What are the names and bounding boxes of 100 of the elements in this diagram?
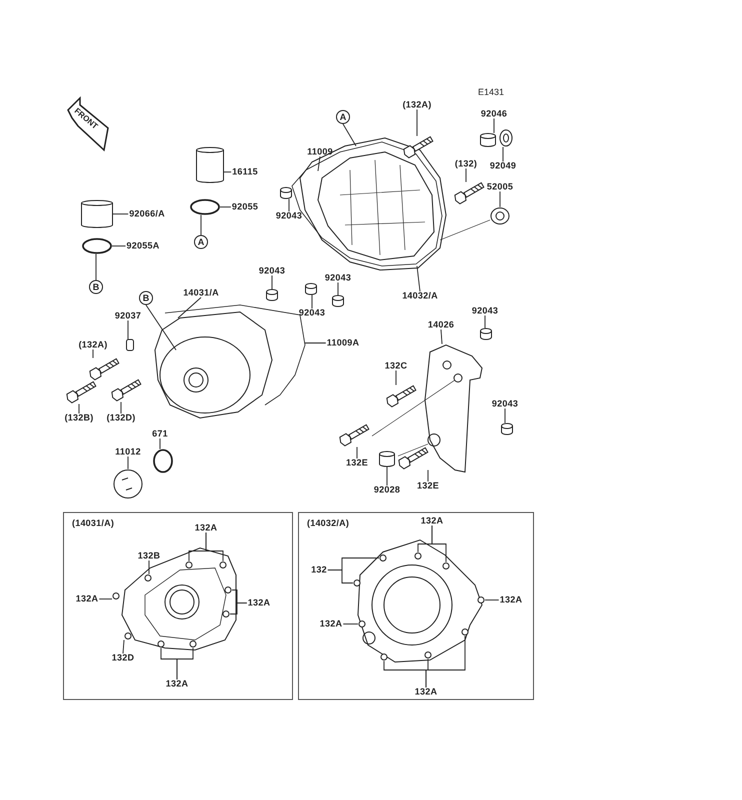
part-number: 132D — [110, 654, 136, 662]
part-number: 14031/A — [182, 288, 220, 298]
collar-drawing — [379, 451, 395, 467]
plug-drawing — [81, 200, 113, 228]
bolt-hole — [477, 596, 485, 604]
leader-line — [230, 602, 248, 614]
circled-reference-letter: A — [336, 110, 350, 124]
part-number: 92043 — [298, 308, 326, 318]
leader-line — [178, 297, 202, 318]
part-number: 132A — [414, 688, 438, 696]
part-number: (132B) — [64, 414, 94, 422]
bolt-hole — [461, 628, 469, 636]
leader-line — [78, 404, 80, 414]
leader-line — [220, 206, 232, 208]
circled-reference-letter: B — [139, 291, 153, 305]
leader-line — [504, 408, 506, 424]
bolt-hole — [219, 561, 227, 569]
part-number: (132A) — [402, 100, 432, 110]
leader-line — [200, 214, 202, 236]
dowel-pin-drawing — [305, 283, 317, 295]
circled-reference-letter: A — [194, 235, 208, 249]
detail-frame — [63, 512, 293, 700]
leader-line — [206, 532, 224, 562]
leader-line — [148, 560, 150, 574]
bolt-hole — [379, 554, 387, 562]
part-number: 11012 — [114, 448, 142, 456]
washer-drawing — [499, 129, 513, 147]
leader-line — [120, 402, 122, 414]
o-ring-drawing — [190, 199, 220, 215]
part-number: 132A — [194, 524, 218, 532]
detail-heading: (14032/A) — [307, 519, 350, 528]
circled-reference-letter: B — [89, 280, 103, 294]
leader-line — [304, 342, 326, 344]
part-number: (132) — [454, 160, 478, 168]
leader-line — [146, 304, 176, 350]
part-number: 132E — [345, 458, 369, 468]
bolt-hole — [222, 610, 230, 618]
drawing-code: E1431 — [478, 88, 504, 97]
part-number: 132A — [74, 594, 100, 604]
part-number: 132B — [136, 552, 162, 560]
part-number: (132D) — [106, 414, 136, 422]
part-number: 92043 — [324, 274, 352, 282]
bolt-drawing — [338, 424, 370, 447]
bolt-drawing — [88, 358, 120, 381]
part-number: 92043 — [470, 306, 500, 316]
dowel-pin-drawing — [332, 295, 344, 307]
part-number: 92037 — [114, 312, 142, 320]
leader-line — [440, 329, 442, 344]
leader-line — [327, 570, 354, 584]
bolt-hole — [358, 620, 366, 628]
part-number: 92028 — [372, 486, 402, 494]
part-number: 16115 — [231, 168, 259, 176]
part-number: 14026 — [426, 320, 456, 330]
leader-line — [356, 446, 358, 459]
dowel-pin-drawing — [480, 328, 492, 340]
dowel-pin-drawing — [501, 423, 513, 435]
leader-line — [288, 198, 290, 212]
part-number: 92043 — [274, 212, 304, 220]
part-number: 92055 — [230, 202, 260, 212]
bolt-hole — [424, 651, 432, 659]
bolt-hole — [380, 653, 388, 661]
part-number: 14032/A — [401, 292, 439, 300]
part-number: 132E — [416, 482, 440, 490]
oil-seal-drawing — [490, 207, 510, 225]
bolt-hole — [144, 574, 152, 582]
detail-heading: (14031/A) — [72, 519, 114, 528]
part-number: (132A) — [78, 340, 108, 350]
bolt-drawing — [397, 447, 429, 470]
leader-line — [318, 156, 320, 172]
leader-line — [502, 146, 504, 162]
bolt-drawing — [65, 381, 97, 404]
leader-line — [416, 109, 418, 136]
leader-line — [176, 648, 194, 680]
bolt-hole — [224, 586, 232, 594]
filler-cap-drawing — [196, 147, 224, 183]
o-ring-drawing — [153, 449, 173, 473]
plug-drawing — [113, 469, 143, 499]
leader-line — [484, 315, 486, 328]
bolt-hole — [112, 592, 120, 600]
bolt-hole — [157, 640, 165, 648]
part-number: 52005 — [486, 182, 514, 192]
part-number: 11009A — [326, 338, 360, 348]
part-number: 92043 — [490, 400, 520, 408]
leader-line — [342, 124, 356, 146]
collar-drawing — [480, 133, 496, 147]
part-number: 132A — [420, 516, 444, 526]
dowel-pin-drawing — [280, 187, 292, 199]
part-number: 92055A — [126, 242, 160, 250]
bolt-drawing — [453, 182, 485, 205]
part-number: 92046 — [480, 110, 508, 118]
bolt-hole — [353, 579, 361, 587]
leader-line — [98, 598, 112, 600]
bolt-drawing — [385, 385, 417, 408]
bolt-hole — [189, 640, 197, 648]
part-number: 132A — [164, 680, 190, 688]
part-number: 132A — [246, 598, 272, 608]
part-number: 92066/A — [128, 210, 166, 218]
part-number: 11009 — [306, 148, 334, 156]
leader-line — [416, 266, 420, 292]
leader-line — [432, 525, 446, 562]
